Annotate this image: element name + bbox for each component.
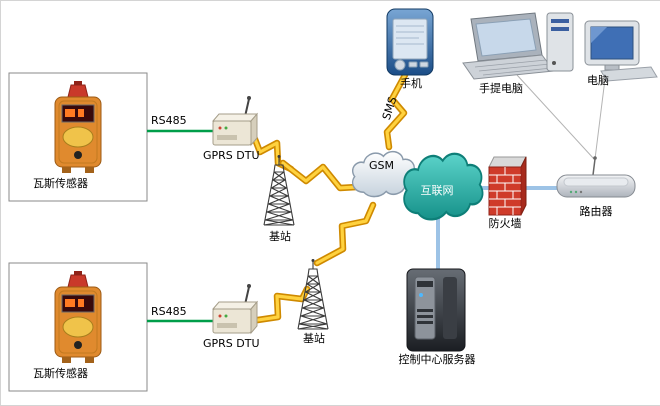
firewall-label: 防火墙 [488, 217, 522, 230]
lightning-sms-phone-to-gsm [383, 71, 409, 151]
desktop-label: 电脑 [587, 74, 609, 87]
lightning-station-top-to-gsm [279, 159, 361, 192]
desktop-icon [546, 12, 658, 82]
rs485-bottom-label: RS485 [151, 305, 187, 318]
laptop-label: 手提电脑 [479, 82, 523, 95]
rs485-top-label: RS485 [151, 114, 187, 127]
gas-sensor-top-label: 瓦斯传感器 [33, 177, 88, 190]
firewall-icon [488, 156, 527, 216]
gprs-dtu-top-label: GPRS DTU [203, 149, 260, 162]
lightning-station-bottom-to-gsm [313, 201, 377, 267]
router-label: 路由器 [579, 205, 613, 218]
router-icon [556, 156, 636, 198]
laptop-icon [462, 12, 555, 80]
gprs-dtu-top-icon [212, 95, 258, 146]
base-station-bottom-label: 基站 [303, 332, 325, 345]
phone-label: 手机 [400, 77, 422, 90]
server-icon [406, 268, 466, 352]
lightning-dtu-bottom-to-station [247, 285, 311, 325]
gas-sensor-bottom-label: 瓦斯传感器 [33, 367, 88, 380]
server-label: 控制中心服务器 [398, 353, 476, 366]
gprs-dtu-bottom-label: GPRS DTU [203, 337, 260, 350]
phone-icon [386, 8, 434, 76]
desktop-router-link [594, 78, 606, 160]
gsm-cloud-label: GSM [369, 159, 394, 172]
gprs-dtu-bottom-icon [212, 283, 258, 334]
internet-cloud-label: 互联网 [420, 184, 454, 197]
base-station-top-label: 基站 [269, 230, 291, 243]
laptop-router-link [516, 74, 595, 160]
